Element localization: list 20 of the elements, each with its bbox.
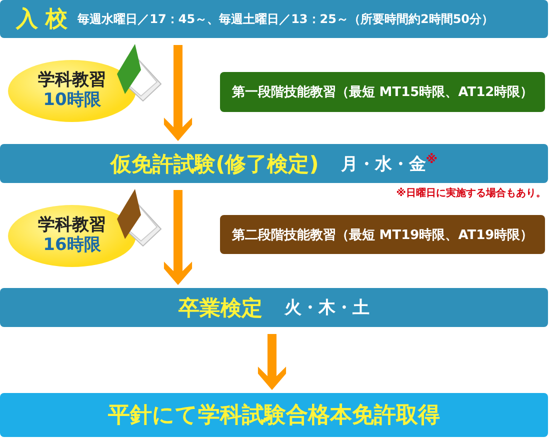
detail-text: 火・木・土: [284, 297, 370, 319]
training-box: [220, 215, 545, 254]
step-band: [0, 288, 548, 327]
heading-text: 第二段階技能教習（最短 MT19時限、AT19時限）: [232, 226, 534, 244]
step-band: [0, 144, 548, 183]
heading-text: 第一段階技能教習（最短 MT15時限、AT12時限）: [232, 84, 534, 101]
step-band: [0, 393, 548, 437]
heading-text: 入 校: [16, 6, 68, 34]
detail-text: 毎週水曜日／17：45～、毎週土曜日／13：25～（所要時間約2時間50分）: [78, 10, 494, 28]
detail-text: 16時限: [43, 236, 101, 256]
heading-text: 平針にて学科試験合格本免許取得: [108, 402, 440, 430]
detail-text: 月・水・金$^{※}$: [340, 152, 438, 176]
detail-text: 10時限: [43, 91, 101, 111]
heading-text: 卒業検定: [178, 294, 262, 322]
heading-text: 仮免許試験(修了検定): [110, 150, 319, 178]
step-band: [0, 0, 548, 38]
training-box: [220, 72, 545, 112]
heading-text: 学科教習: [38, 216, 106, 236]
heading-text: 学科教習: [38, 71, 106, 90]
footnote-text: ※日曜日に実施する場合もあり。: [396, 186, 546, 200]
